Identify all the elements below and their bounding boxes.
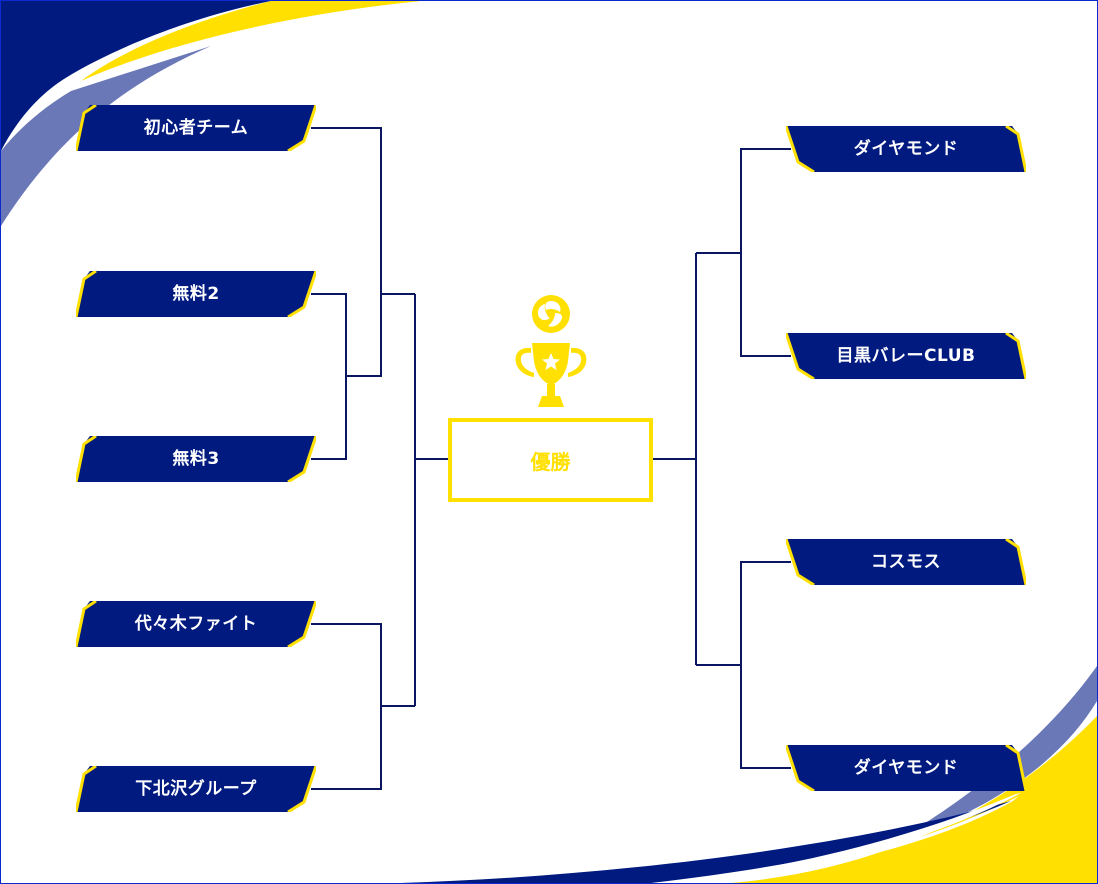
champion-box[interactable]: 優勝 (448, 418, 653, 502)
team-slot-left-1[interactable]: 初心者チーム (76, 105, 316, 151)
team-name: コスモス (871, 552, 941, 572)
team-banner-shape (76, 436, 316, 482)
trophy-icon (515, 295, 587, 407)
team-slot-right-3[interactable]: コスモス (786, 539, 1026, 585)
team-name: 初心者チーム (143, 118, 249, 138)
team-name: 目黒バレーCLUB (836, 346, 976, 366)
team-name: 下北沢グループ (135, 779, 257, 799)
team-banner-shape (786, 126, 1026, 172)
team-name: 代々木ファイト (134, 614, 258, 634)
team-slot-left-5[interactable]: 下北沢グループ (76, 766, 316, 812)
champion-label: 優勝 (530, 449, 571, 474)
team-slot-right-2[interactable]: 目黒バレーCLUB (786, 333, 1026, 379)
team-banner-shape (76, 271, 316, 317)
team-banner-shape (76, 766, 316, 812)
team-name: ダイヤモンド (853, 139, 959, 159)
team-slot-left-2[interactable]: 無料2 (76, 271, 316, 317)
team-banner-shape (786, 745, 1026, 791)
team-name: ダイヤモンド (853, 758, 959, 778)
team-banner-shape (76, 105, 316, 151)
team-slot-left-3[interactable]: 無料3 (76, 436, 316, 482)
team-slot-left-4[interactable]: 代々木ファイト (76, 601, 316, 647)
team-banner-shape (76, 601, 316, 647)
team-name: 無料2 (172, 284, 220, 304)
team-banner-shape (786, 333, 1026, 379)
star-icon (542, 353, 560, 370)
volleyball-icon (532, 295, 570, 333)
team-banner-shape (786, 539, 1026, 585)
team-slot-right-4[interactable]: ダイヤモンド (786, 745, 1026, 791)
team-name: 無料3 (172, 449, 220, 469)
team-slot-right-1[interactable]: ダイヤモンド (786, 126, 1026, 172)
